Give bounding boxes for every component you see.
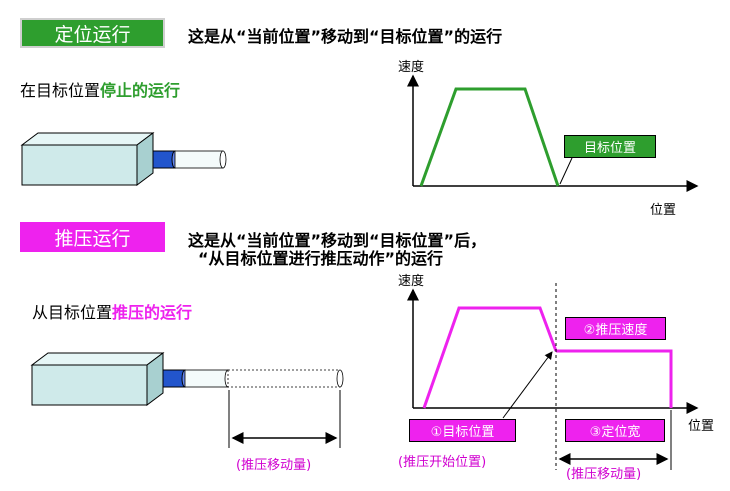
chart1-callout-leader xyxy=(559,157,573,185)
chart2-push-speed-callout: ②推压速度 xyxy=(565,317,666,340)
chart2-speed-profile xyxy=(422,306,558,409)
chart1-y-label: 速度 xyxy=(398,60,425,75)
positioning-mode-tag: 定位运行 xyxy=(20,18,165,48)
chart1-target-position-callout: 目标位置 xyxy=(564,135,656,158)
positioning-mode-tag-label: 定位运行 xyxy=(54,23,131,46)
cylinder-body-1 xyxy=(20,132,155,186)
positioning-subtitle-prefix: 在目标位置 xyxy=(20,81,101,100)
push-subtitle-prefix: 从目标位置 xyxy=(32,303,113,322)
positioning-subtitle-highlight: 停止的运行 xyxy=(100,81,181,100)
rod-extension-ghost-2 xyxy=(184,369,344,388)
push-distance-caption: (推压移动量) xyxy=(236,458,312,473)
chart1-speed-profile xyxy=(419,87,560,187)
push-mode-tag: 推压运行 xyxy=(20,222,165,252)
chart1-target-position-label: 目标位置 xyxy=(583,141,636,156)
chart2-positioning-width-callout: ③定位宽 xyxy=(565,419,665,442)
chart2-x-label: 位置 xyxy=(688,419,715,434)
push-mode-description-line2: “从目标位置进行推压动作”的运行 xyxy=(198,249,444,268)
chart2-push-speed-label: ②推压速度 xyxy=(583,323,648,338)
push-subtitle: 从目标位置推压的运行 xyxy=(32,299,192,323)
chart2-push-speed-profile xyxy=(556,349,673,408)
rod-extension-ghost-1 xyxy=(174,150,227,169)
chart2-target-position-callout: ①目标位置 xyxy=(409,419,516,442)
cylinder-body-2 xyxy=(30,352,165,406)
chart2-push-start-caption: (推压开始位置) xyxy=(398,455,487,470)
positioning-mode-description: 这是从“当前位置”移动到“目标位置”的运行 xyxy=(188,27,503,46)
chart1-x-label: 位置 xyxy=(650,203,677,218)
push-mode-tag-label: 推压运行 xyxy=(54,227,131,250)
chart2-push-distance-caption: (推压移动量) xyxy=(566,467,642,482)
chart2-target-position-label: ①目标位置 xyxy=(430,425,495,440)
chart2-leader-arrow xyxy=(502,351,553,419)
positioning-subtitle: 在目标位置停止的运行 xyxy=(20,77,180,101)
push-subtitle-highlight: 推压的运行 xyxy=(112,303,193,322)
chart2-y-label: 速度 xyxy=(398,274,425,289)
chart2-positioning-width-label: ③定位宽 xyxy=(589,425,641,440)
push-mode-description-line1: 这是从“当前位置”移动到“目标位置”后， xyxy=(188,231,487,250)
